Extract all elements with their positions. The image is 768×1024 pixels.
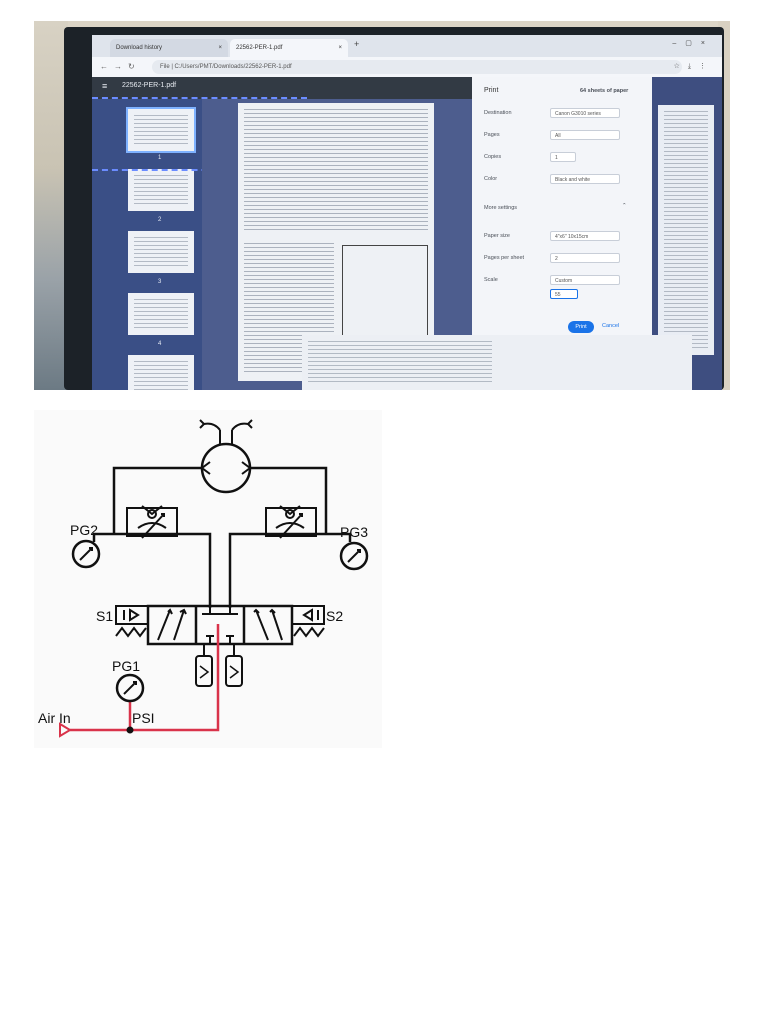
page-thumbnail[interactable] [128,293,194,335]
page-thumbnail[interactable] [128,355,194,390]
monitor-photo: Download history × 22562-PER-1.pdf × + –… [34,21,730,390]
destination-select[interactable]: Canon G3010 series [550,108,620,118]
pressure-gauge-pg3-icon [339,541,369,571]
print-button[interactable]: Print [568,321,594,333]
tab-download-history[interactable]: Download history × [110,39,228,57]
paper-size-label: Paper size [484,233,510,239]
pneumatic-schematic: PG2 PG3 S1 S2 PG1 Air In PSI [34,410,382,748]
dashed-guide-line [92,169,307,171]
scale-label: Scale [484,277,498,283]
color-select[interactable]: Black and white [550,174,620,184]
directional-control-valve-icon [115,604,325,646]
close-icon[interactable]: × [338,45,342,51]
background-window [652,77,722,390]
tab-pdf[interactable]: 22562-PER-1.pdf × [230,39,348,57]
tab-label: 22562-PER-1.pdf [236,45,283,51]
tab-label: Download history [116,45,163,51]
air-motor-icon [199,419,253,494]
background-document-page [302,335,692,390]
print-title: Print [484,87,499,94]
schematic-drawing [59,419,369,738]
more-settings-toggle[interactable]: More settings [484,205,518,211]
flow-control-valve-left-icon [126,505,178,539]
pages-per-sheet-select[interactable]: 2 [550,253,620,263]
window-controls-icon[interactable]: –▢× [672,40,714,47]
wall-background-left [34,21,68,390]
label-air-in: Air In [38,710,71,726]
wall-background [34,21,730,29]
label-psi: PSI [132,710,155,726]
muffler-icon [195,655,213,687]
page-thumbnail[interactable] [126,107,196,153]
page-number: 4 [158,341,162,347]
thumbnail-sidebar: 1 2 3 4 [92,99,202,390]
menu-icon[interactable]: ≡ [102,81,108,91]
new-tab-button[interactable]: + [354,39,360,49]
print-settings-panel: Print 64 sheets of paper Destination Can… [472,77,652,367]
label-pg2: PG2 [70,522,99,538]
flow-control-valve-right-icon [265,505,317,539]
monitor-screen: Download history × 22562-PER-1.pdf × + –… [92,35,722,390]
label-pg1: PG1 [112,658,141,674]
pages-per-sheet-label: Pages per sheet [484,255,525,261]
destination-label: Destination [484,110,512,116]
dashed-guide-line [92,97,307,99]
page-number: 2 [158,217,162,223]
page-thumbnail[interactable] [128,169,194,211]
scale-select[interactable]: Custom [550,275,620,285]
page-number: 1 [158,155,162,161]
copies-label: Copies [484,154,502,160]
bookmark-download-menu-icon[interactable]: ☆⤓⋮ [673,63,714,70]
close-icon[interactable]: × [218,45,222,51]
pages-select[interactable]: All [550,130,620,140]
air-supply-line [70,624,220,732]
cancel-button[interactable]: Cancel [602,323,620,329]
muffler-icon [225,655,243,687]
preview-page [238,103,434,381]
color-label: Color [484,176,498,182]
address-bar-row: ←→↻ File | C:/Users/PMT/Downloads/22562-… [92,57,722,77]
page-number: 3 [158,279,162,285]
pdf-file-name: 22562-PER-1.pdf [122,82,177,89]
sheets-count: 64 sheets of paper [580,88,629,94]
pressure-gauge-pg1-icon [115,673,145,703]
label-pg3: PG3 [340,524,369,540]
navigation-buttons-icon[interactable]: ←→↻ [100,62,141,71]
browser-tab-strip: Download history × 22562-PER-1.pdf × + –… [92,35,722,57]
background-document [658,105,714,355]
pages-label: Pages [484,132,500,138]
page-thumbnail[interactable] [128,231,194,273]
label-s1: S1 [96,608,114,624]
address-input[interactable]: File | C:/Users/PMT/Downloads/22562-PER-… [152,60,682,74]
chevron-up-icon[interactable]: ⌃ [622,203,627,209]
copies-input[interactable]: 1 [550,152,576,162]
label-s2: S2 [326,608,344,624]
pressure-gauge-pg2-icon [71,539,101,569]
paper-size-select[interactable]: 4"x6" 10x15cm [550,231,620,241]
scale-input[interactable]: 55 [550,289,578,299]
